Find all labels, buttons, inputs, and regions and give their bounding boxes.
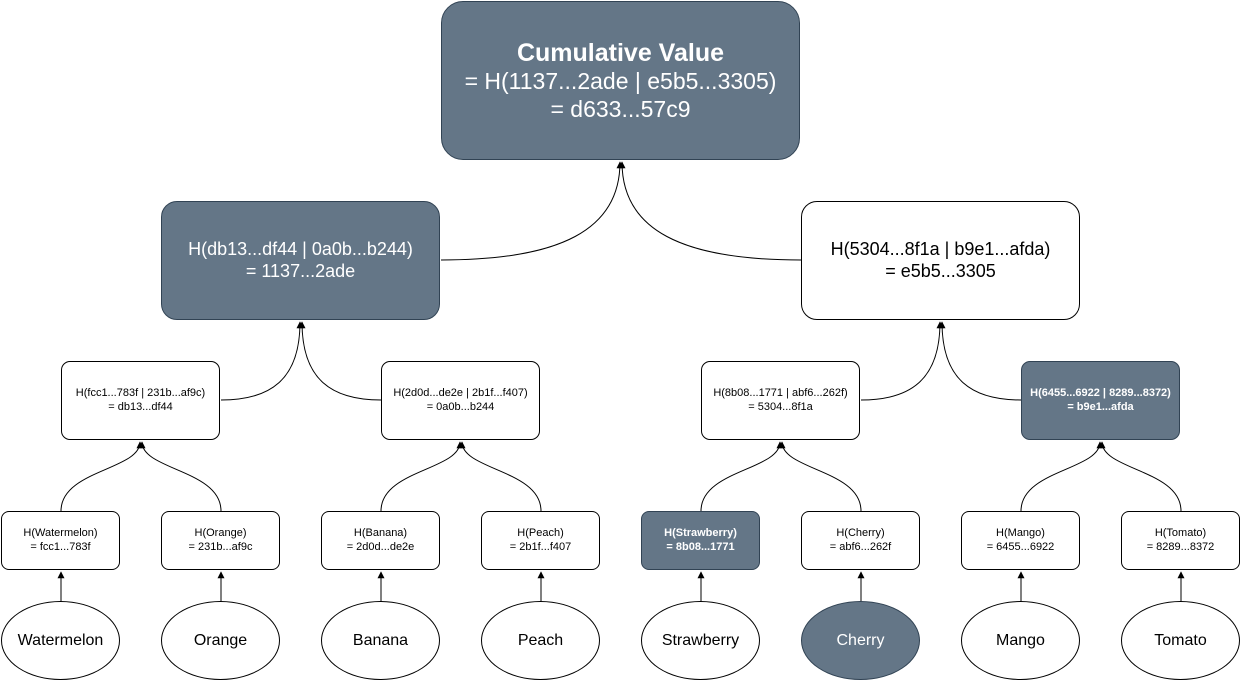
edge-cherry-to-rl xyxy=(778,441,862,512)
leaf-watermelon-value: = fcc1...783f xyxy=(30,540,91,553)
fruit-strawberry: Strawberry xyxy=(641,601,760,680)
fruit-tomato-label: Tomato xyxy=(1154,631,1207,649)
leaf-cherry-value: = abf6...262f xyxy=(829,540,892,553)
leaf-strawberry-value: = 8b08...1771 xyxy=(666,540,735,553)
edge-tomato-to-rr xyxy=(1098,441,1182,512)
level1-right-value: = e5b5...3305 xyxy=(885,260,996,281)
edge-left-to-root xyxy=(440,161,624,261)
fruit-strawberry-label: Strawberry xyxy=(661,631,740,649)
level2-rl-expression: H(8b08...1771 | abf6...262f) xyxy=(713,387,848,400)
level2-node-rl: H(8b08...1771 | abf6...262f) = 5304...8f… xyxy=(701,361,860,440)
edge-mango-to-rr xyxy=(1020,441,1104,512)
leaf-tomato-value: = 8289...8372 xyxy=(1146,540,1215,553)
edge-ll-to-left xyxy=(220,321,304,401)
level1-right-expression: H(5304...8f1a | b9e1...afda) xyxy=(830,238,1051,259)
fruit-tomato: Tomato xyxy=(1121,601,1240,680)
level2-ll-expression: H(fcc1...783f | 231b...af9c) xyxy=(75,387,206,400)
root-node-cumulative-value: Cumulative Value = H(1137...2ade | e5b5.… xyxy=(441,1,800,160)
level1-left-expression: H(db13...df44 | 0a0b...b244) xyxy=(188,238,413,259)
leaf-banana-expression: H(Banana) xyxy=(353,527,408,540)
fruit-banana: Banana xyxy=(321,601,440,680)
level2-node-lr: H(2d0d...de2e | 2b1f...f407) = 0a0b...b2… xyxy=(381,361,540,440)
edge-rr-to-right xyxy=(938,321,1022,401)
leaf-orange-expression: H(Orange) xyxy=(194,527,247,540)
fruit-cherry-label: Cherry xyxy=(836,631,885,649)
leaf-hash-strawberry: H(Strawberry) = 8b08...1771 xyxy=(641,511,760,570)
fruit-mango-label: Mango xyxy=(996,631,1045,649)
leaf-tomato-expression: H(Tomato) xyxy=(1154,527,1207,540)
leaf-peach-expression: H(Peach) xyxy=(517,527,564,540)
edge-peach-to-lr xyxy=(458,441,542,512)
leaf-hash-peach: H(Peach) = 2b1f...f407 xyxy=(481,511,600,570)
root-title: Cumulative Value xyxy=(516,38,725,67)
fruit-orange: Orange xyxy=(161,601,280,680)
level1-right-node: H(5304...8f1a | b9e1...afda) = e5b5...33… xyxy=(801,201,1080,320)
leaf-cherry-expression: H(Cherry) xyxy=(836,527,885,540)
leaf-banana-value: = 2d0d...de2e xyxy=(346,540,415,553)
level2-lr-expression: H(2d0d...de2e | 2b1f...f407) xyxy=(393,387,528,400)
level2-lr-value: = 0a0b...b244 xyxy=(426,400,495,413)
leaf-watermelon-expression: H(Watermelon) xyxy=(23,527,98,540)
edge-lr-to-left xyxy=(298,321,382,401)
leaf-hash-mango: H(Mango) = 6455...6922 xyxy=(961,511,1080,570)
leaf-hash-tomato: H(Tomato) = 8289...8372 xyxy=(1121,511,1240,570)
edge-rl-to-right xyxy=(860,321,944,401)
edge-banana-to-lr xyxy=(380,441,464,512)
level1-left-node: H(db13...df44 | 0a0b...b244) = 1137...2a… xyxy=(161,201,440,320)
edge-strawberry-to-rl xyxy=(700,441,784,512)
level2-rr-value: = b9e1...afda xyxy=(1067,400,1134,413)
leaf-mango-expression: H(Mango) xyxy=(996,527,1045,540)
edge-right-to-root xyxy=(618,161,802,261)
leaf-hash-watermelon: H(Watermelon) = fcc1...783f xyxy=(1,511,120,570)
level2-rr-expression: H(6455...6922 | 8289...8372) xyxy=(1030,387,1171,400)
root-hash-expression: = H(1137...2ade | e5b5...3305) xyxy=(464,67,777,94)
leaf-orange-value: = 231b...af9c xyxy=(188,540,253,553)
root-hash-value: = d633...57c9 xyxy=(550,95,691,122)
leaf-strawberry-expression: H(Strawberry) xyxy=(664,527,737,540)
edge-watermelon-to-ll xyxy=(60,441,144,512)
fruit-banana-label: Banana xyxy=(352,631,409,649)
fruit-orange-label: Orange xyxy=(193,631,248,649)
level1-left-value: = 1137...2ade xyxy=(245,260,356,281)
leaf-hash-cherry: H(Cherry) = abf6...262f xyxy=(801,511,920,570)
fruit-watermelon: Watermelon xyxy=(1,601,120,680)
fruit-cherry: Cherry xyxy=(801,601,920,680)
leaf-hash-banana: H(Banana) = 2d0d...de2e xyxy=(321,511,440,570)
leaf-peach-value: = 2b1f...f407 xyxy=(509,540,572,553)
level2-node-rr: H(6455...6922 | 8289...8372) = b9e1...af… xyxy=(1021,361,1180,440)
fruit-mango: Mango xyxy=(961,601,1080,680)
edge-orange-to-ll xyxy=(138,441,222,512)
fruit-peach-label: Peach xyxy=(517,631,564,649)
level2-node-ll: H(fcc1...783f | 231b...af9c) = db13...df… xyxy=(61,361,220,440)
fruit-watermelon-label: Watermelon xyxy=(17,631,104,649)
fruit-peach: Peach xyxy=(481,601,600,680)
level2-rl-value: = 5304...8f1a xyxy=(748,400,813,413)
leaf-hash-orange: H(Orange) = 231b...af9c xyxy=(161,511,280,570)
level2-ll-value: = db13...df44 xyxy=(108,400,173,413)
leaf-mango-value: = 6455...6922 xyxy=(986,540,1055,553)
